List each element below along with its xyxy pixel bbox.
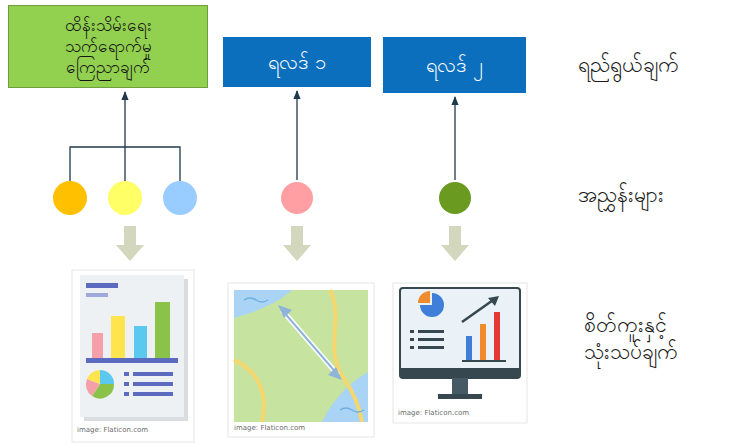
route-head bbox=[278, 305, 292, 318]
statement-box: ထိန်းသိမ်းရေး သက်ရောက်မှု ကြေညာချက် bbox=[8, 5, 208, 88]
node-text: ရလဒ် ၁ bbox=[268, 50, 325, 75]
pie-slice bbox=[418, 291, 430, 303]
block-arrow bbox=[283, 226, 311, 261]
bar bbox=[111, 316, 125, 358]
bar bbox=[494, 312, 500, 360]
result-box: ရလဒ် ၂ bbox=[383, 37, 526, 93]
arrow-line bbox=[454, 97, 455, 180]
title-bar bbox=[86, 283, 118, 288]
list-lines bbox=[124, 372, 173, 396]
image-frame bbox=[72, 270, 194, 442]
image-frame bbox=[228, 283, 374, 437]
route-arrow bbox=[282, 310, 338, 375]
arrow-line bbox=[124, 92, 125, 147]
title-bar bbox=[86, 293, 108, 297]
indicator-leaders bbox=[70, 91, 455, 181]
monitor-icon bbox=[393, 283, 527, 423]
list-lines bbox=[133, 372, 173, 376]
node-text: ရလဒ် ၂ bbox=[426, 53, 482, 78]
block-arrow bbox=[116, 226, 144, 261]
indicator-dot bbox=[53, 181, 87, 215]
map-icon bbox=[228, 283, 374, 437]
trend-head bbox=[488, 296, 499, 306]
screen bbox=[400, 288, 520, 378]
row-label: ရည်ရွယ်ချက် bbox=[578, 52, 679, 79]
list-lines bbox=[133, 382, 173, 386]
list-lines bbox=[418, 346, 444, 349]
list-lines bbox=[410, 346, 414, 349]
result-box: ရလဒ် ၁ bbox=[223, 37, 371, 87]
list-lines bbox=[418, 338, 444, 341]
screen-bezel bbox=[400, 368, 520, 378]
list-lines bbox=[124, 392, 129, 396]
route-head bbox=[328, 367, 342, 380]
list-lines bbox=[410, 330, 414, 333]
bar bbox=[92, 333, 103, 358]
map-water bbox=[234, 290, 292, 318]
image-credit: image: Flaticon.com bbox=[234, 424, 305, 433]
indicator-dot bbox=[281, 182, 313, 214]
wave bbox=[244, 298, 268, 302]
report-icon bbox=[72, 270, 194, 442]
wave bbox=[340, 408, 364, 412]
bar bbox=[155, 302, 170, 358]
bracket-line bbox=[124, 147, 125, 181]
axis-bar bbox=[86, 358, 178, 363]
list-lines bbox=[124, 382, 129, 386]
image-credit: image: Flaticon.com bbox=[77, 426, 148, 435]
list-lines bbox=[133, 392, 173, 396]
list-lines bbox=[418, 330, 444, 333]
list-lines bbox=[410, 338, 414, 341]
page bbox=[80, 275, 184, 417]
map-land bbox=[234, 290, 368, 422]
pie-slice bbox=[100, 370, 114, 384]
indicator-dot bbox=[439, 182, 471, 214]
bar bbox=[466, 336, 472, 360]
image-credit: image: Flaticon.com bbox=[398, 409, 469, 418]
bar bbox=[134, 326, 147, 358]
route-arrow bbox=[282, 310, 338, 375]
stand-base bbox=[438, 394, 482, 399]
pie-slice bbox=[87, 370, 100, 384]
indicator-circles bbox=[53, 181, 471, 215]
list-lines bbox=[410, 330, 444, 349]
trend-line bbox=[462, 298, 496, 322]
indicator-dot bbox=[163, 181, 197, 215]
indicator-dot bbox=[108, 181, 142, 215]
row-label: စိတ်ကူးနှင့် သုံးသပ်ချက် bbox=[584, 312, 724, 367]
bracket-line bbox=[70, 147, 180, 181]
down-arrows bbox=[116, 226, 469, 261]
axis bbox=[462, 360, 506, 362]
map-road bbox=[234, 360, 264, 422]
stand bbox=[452, 378, 468, 394]
node-text: ထိန်းသိမ်းရေး သက်ရောက်မှု ကြေညာချက် bbox=[26, 15, 191, 79]
block-arrow bbox=[441, 226, 469, 261]
image-frame bbox=[393, 283, 527, 423]
map-road bbox=[330, 290, 362, 422]
list-lines bbox=[124, 372, 129, 376]
arrow-line bbox=[296, 91, 297, 180]
row-label: အညွှန်းများ bbox=[578, 182, 664, 209]
bar bbox=[480, 324, 486, 360]
